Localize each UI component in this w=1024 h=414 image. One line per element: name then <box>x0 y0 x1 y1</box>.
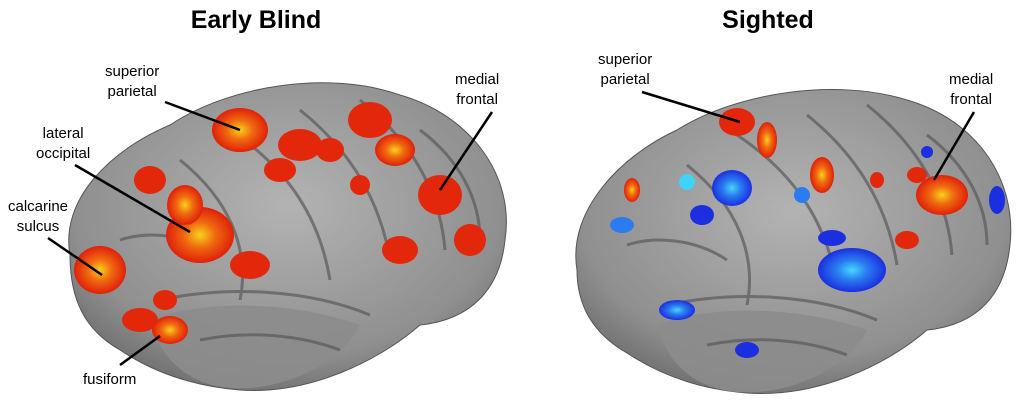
label-calcarine-sulcus: calcarine sulcus <box>8 198 69 235</box>
label-medial-frontal: medial frontal <box>949 71 994 108</box>
panel-early-blind: Early Blind <box>8 6 507 391</box>
panel-title: Early Blind <box>190 6 322 34</box>
label-superior-parietal: superior parietal <box>598 51 653 88</box>
brain-render-early-blind <box>47 82 507 391</box>
panel-sighted: Sighted <box>512 0 1024 414</box>
activation-clusters <box>624 108 968 249</box>
label-fusiform: fusiform <box>83 371 137 388</box>
brain-render-sighted <box>575 89 1012 395</box>
leader-lines <box>641 90 976 181</box>
label-superior-parietal: superior parietal <box>105 63 160 100</box>
label-medial-frontal: medial frontal <box>455 71 500 108</box>
leader-lines <box>47 100 494 367</box>
label-lateral-occipital: lateral occipital <box>36 125 91 162</box>
panel-title: Sighted <box>722 6 814 34</box>
deactivation-clusters <box>610 146 1005 358</box>
